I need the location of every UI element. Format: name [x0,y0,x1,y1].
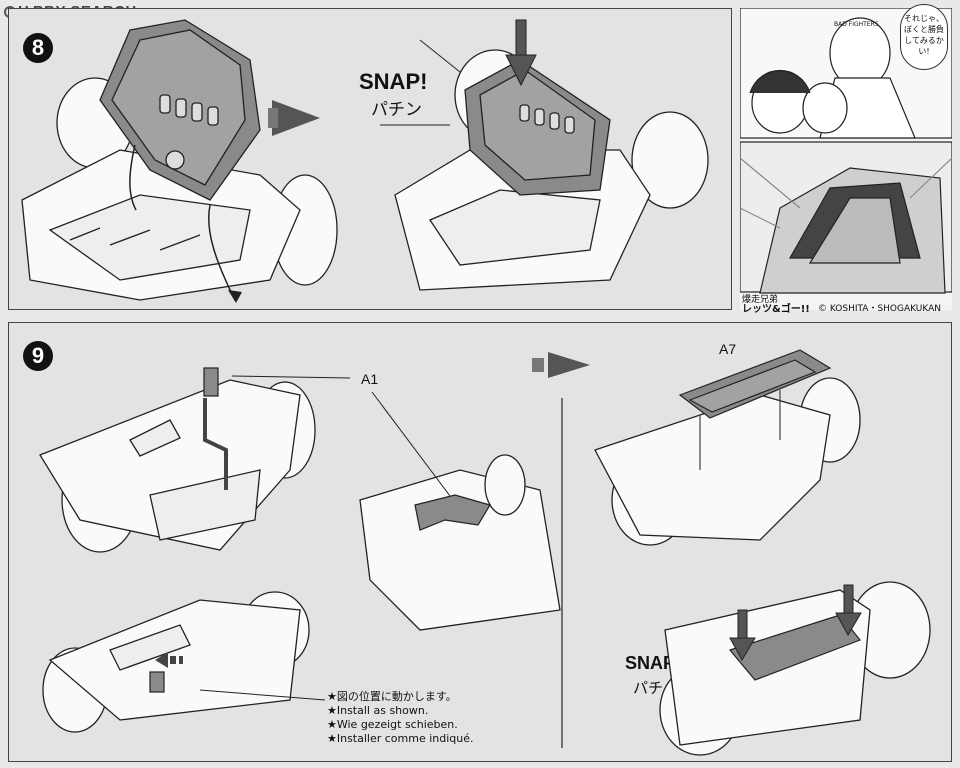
install-notes: ★図の位置に動かします。 ★Install as shown. ★Wie gez… [327,690,474,746]
step8-snap-label: SNAP! [359,69,428,94]
step8-snap-jp: パチン [371,100,422,120]
part-a7-label: A7 [719,341,737,357]
step9-number: 9 [23,341,53,371]
down-arrow-icon [505,19,537,87]
note-en: ★Install as shown. [327,704,429,717]
a1-part-middle [414,494,491,531]
note-de: ★Wie gezeigt schieben. [327,718,458,731]
arrow-icon [532,352,590,378]
manga-illustration [740,8,952,294]
a7-part-installed [728,614,861,681]
a1-part-top [203,367,228,490]
step9-snap-label: SNAP! [625,653,682,673]
left-arrow-icon [155,652,183,668]
motor-part-left [99,19,261,201]
step9-snap-jp: パチ [633,679,664,697]
speech-bubble: それじゃ、ぼくと勝負してみるかい! [900,4,948,70]
note-fr: ★Installer comme indiqué. [327,732,474,745]
a1-part-bottom [149,671,165,693]
a7-part [678,349,832,470]
manga-cap-text: BAD FIGHTERS [834,21,879,28]
step8-illustration [21,19,709,303]
manga-credit: © KOSHITA・SHOGAKUKAN [818,304,942,314]
motor-part-right [464,59,611,196]
step8-number: 8 [23,33,53,63]
manga-title-small: 爆走兄弟 [742,295,779,305]
manga-title: レッツ&ゴー!! [742,304,810,315]
note-jp: ★図の位置に動かします。 [327,690,457,703]
manga-panel: それじゃ、ぼくと勝負してみるかい! BAD FIGHTERS 爆走兄弟 レッツ&… [740,4,952,315]
down-arrow-icon [729,584,862,662]
part-a1-label: A1 [361,371,379,387]
arrow-icon [268,100,320,136]
